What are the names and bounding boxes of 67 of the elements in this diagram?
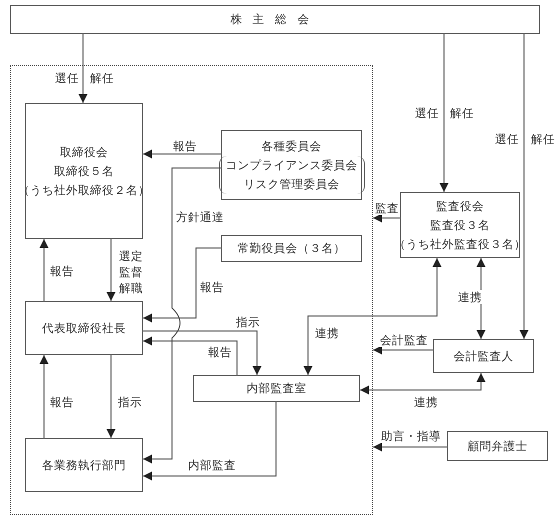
node-text: （うち社外取締役２名） — [18, 182, 150, 198]
arrow — [440, 34, 448, 192]
node-text: コンプライアンス委員会 — [226, 156, 358, 174]
arrow — [304, 258, 442, 376]
council-box — [221, 235, 362, 262]
accounting-auditor-box — [433, 339, 534, 373]
edge-label: 監査 — [374, 201, 400, 215]
node-title: 監査役会 — [436, 198, 484, 214]
department-box — [25, 438, 143, 492]
node-title: 常勤役員会（３名） — [238, 240, 346, 257]
edge-label: 報告 — [207, 345, 233, 359]
node-title: 会計監査人 — [454, 348, 514, 364]
edge-label: 指示 — [117, 395, 143, 409]
auditor-board-box — [400, 192, 520, 258]
arrow — [142, 330, 262, 376]
node-text: リスク管理委員会 — [242, 176, 340, 192]
edge-label: 選任 — [494, 132, 520, 146]
edge-label: 選任 — [414, 106, 440, 120]
node-text: 取締役５名 — [54, 162, 114, 180]
arrow — [142, 336, 238, 376]
node-title: 各種委員会 — [262, 138, 322, 154]
node-title: 取締役会 — [60, 144, 108, 160]
edge-label: 報告 — [172, 139, 198, 153]
arrow — [372, 214, 400, 222]
node-title: 顧問弁護士 — [468, 438, 528, 454]
dotted-boundary — [10, 65, 373, 515]
edge-label: 内部監査 — [187, 458, 237, 472]
node-text: 監査役３名 — [430, 216, 490, 234]
edge-label: 報告 — [49, 264, 75, 278]
side-label: 解任 — [530, 132, 556, 146]
node-text: （うち社外監査役３名） — [394, 236, 526, 252]
internal-audit-box — [193, 375, 360, 402]
node-title: 代表取締役社長 — [42, 320, 126, 336]
president-box — [25, 301, 143, 355]
node-title: 株主総会 — [230, 11, 320, 28]
committee-box — [221, 130, 362, 200]
arrow — [142, 168, 222, 464]
arrow — [106, 354, 116, 438]
edge-label: 報告 — [49, 395, 75, 409]
arrow — [360, 372, 486, 394]
meeting-box — [10, 5, 540, 34]
arrow — [372, 346, 434, 354]
node-title: 各業務執行部門 — [42, 456, 126, 474]
arrow — [142, 248, 222, 322]
arrow — [372, 442, 448, 452]
edge-label: 助言・指導 — [380, 429, 442, 443]
arrow — [106, 238, 116, 302]
edge-label: 選定監督解職 — [118, 248, 144, 296]
arrow — [142, 150, 222, 158]
side-label: 解任 — [89, 71, 115, 85]
lawyer-box — [447, 431, 548, 461]
arrow — [78, 34, 88, 104]
arrow — [142, 402, 276, 480]
edge-label: 連携 — [457, 290, 483, 304]
node-title: 内部監査室 — [246, 380, 306, 397]
edge-label: 連携 — [413, 395, 439, 409]
side-label: 解任 — [449, 106, 475, 120]
edge-label: 会計監査 — [379, 333, 429, 347]
board-box — [25, 103, 143, 239]
edge-label: 報告 — [199, 280, 225, 294]
edge-label: 指示 — [235, 315, 261, 329]
edge-label: 連携 — [314, 326, 340, 340]
edge-label: 方針通達 — [175, 210, 225, 224]
arrow — [40, 238, 48, 302]
arrow — [40, 354, 48, 438]
arrow — [520, 34, 528, 340]
edge-label: 選任 — [54, 71, 80, 85]
